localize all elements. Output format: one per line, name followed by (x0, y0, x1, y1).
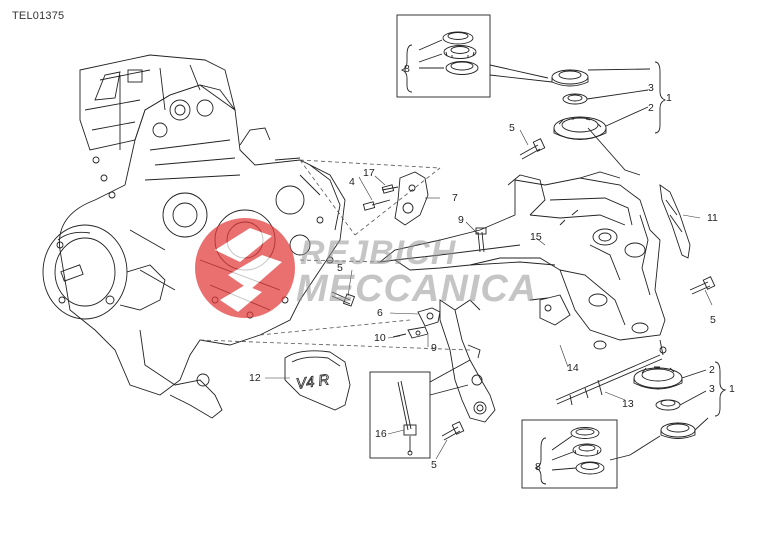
cover-logo-lettering: V4 R (295, 371, 331, 392)
bearing-kit-box-top (396, 14, 553, 98)
sensor-kit-box (369, 359, 471, 459)
side-cover-11 (659, 184, 691, 259)
callout-13: 13 (622, 398, 634, 410)
bolts-5 (331, 138, 716, 441)
callout-14: 14 (567, 362, 579, 374)
engine-mount-plate (362, 171, 429, 226)
sensor-bracket-parts (392, 307, 441, 339)
callout-12: 12 (249, 372, 261, 384)
callout-5-upper: 5 (509, 122, 515, 134)
callout-15: 15 (530, 231, 542, 243)
callout-10: 10 (374, 332, 386, 344)
diagram-code-label: TEL01375 (12, 10, 65, 22)
callout-3-bottom: 3 (709, 383, 715, 395)
callout-9-upper: 9 (458, 214, 464, 226)
callout-16: 16 (375, 428, 387, 440)
callout-5-bottom: 5 (431, 459, 437, 471)
watermark-text-line1: REJBICH (300, 234, 457, 272)
watermark-text-line2: MECCANICA (296, 268, 538, 310)
callout-5-left: 5 (337, 262, 343, 274)
watermark-gear-logo (195, 218, 295, 318)
callout-1-top: 1 (666, 92, 672, 104)
lower-bracket (439, 299, 496, 423)
rod-13 (555, 339, 667, 406)
bolt-9-upper (475, 227, 487, 253)
callout-4: 4 (349, 176, 355, 188)
leader-lines (265, 129, 713, 460)
callout-1-bottom: 1 (729, 383, 735, 395)
steering-bearing-parts-top (551, 61, 667, 176)
callout-7: 7 (452, 192, 458, 204)
callout-17: 17 (363, 167, 375, 179)
bearing-kit-box-bottom (521, 419, 618, 489)
callout-5-right: 5 (710, 314, 716, 326)
steering-bearing-parts-bottom (609, 361, 727, 461)
side-cover-12 (284, 350, 351, 411)
callout-6: 6 (377, 307, 383, 319)
callout-9-lower: 9 (431, 342, 437, 354)
callout-2-bottom: 2 (709, 364, 715, 376)
main-frame (378, 171, 666, 350)
callout-3-top: 3 (648, 82, 654, 94)
callout-8-bottom: 8 (535, 461, 541, 473)
callout-2-top: 2 (648, 102, 654, 114)
callout-8-top: 8 (404, 63, 410, 75)
callout-11: 11 (707, 212, 718, 224)
assembly-guide-lines (199, 159, 471, 351)
